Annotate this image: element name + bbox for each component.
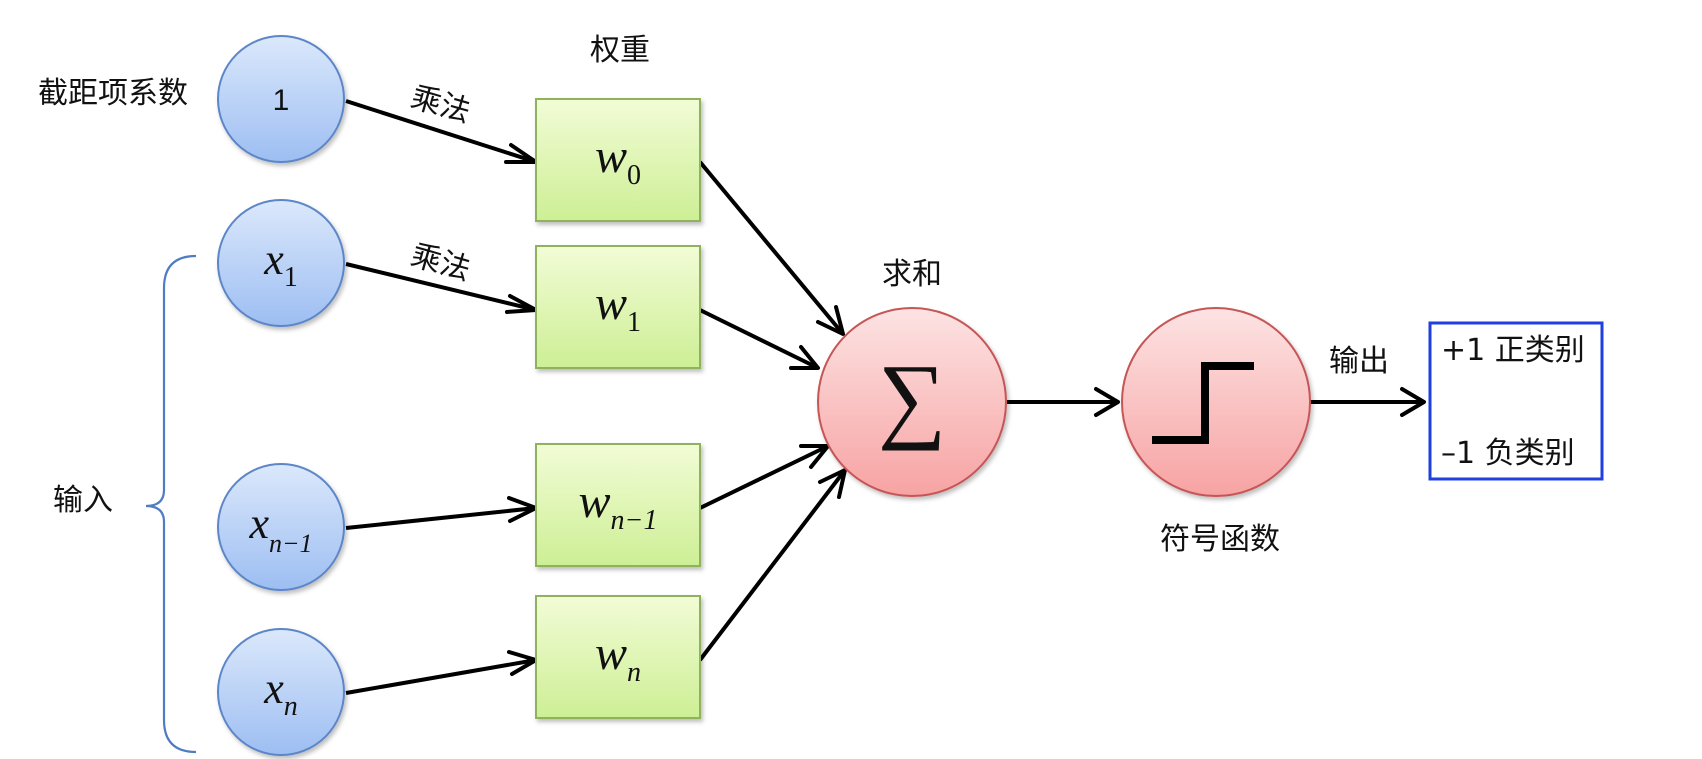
inputs-label: 输入 <box>53 483 113 518</box>
weight-w0-sub: 0 <box>627 160 641 191</box>
arrow-sum-to-sign <box>1007 387 1120 417</box>
sigma-symbol: ∑ <box>878 344 946 451</box>
svg-text:wn−1: wn−1 <box>579 475 658 536</box>
arrow-w1-to-sum <box>699 308 820 370</box>
weight-box-wn: wn <box>535 595 701 719</box>
weight-box-wn-1: wn−1 <box>535 443 701 567</box>
output-label: 输出 <box>1329 344 1389 379</box>
sum-label: 求和 <box>882 257 942 292</box>
svg-text:w1: w1 <box>595 277 641 338</box>
weight-box-w1: w1 <box>535 245 701 369</box>
bias-node: 1 <box>217 35 345 163</box>
bias-node-value: 1 <box>273 84 290 117</box>
weight-wn1-var: w <box>579 475 611 528</box>
input-xn-var: x <box>263 664 284 713</box>
weight-wn-sub: n <box>627 657 641 688</box>
svg-text:xn−1: xn−1 <box>248 499 312 558</box>
sign-function-node <box>1121 307 1311 497</box>
input-group-brace <box>145 254 197 754</box>
weights-header: 权重 <box>590 33 650 68</box>
input-node-x1: x1 <box>217 199 345 327</box>
arrow-wn-to-sum <box>698 468 847 662</box>
arrow-w0-to-sum <box>698 160 845 336</box>
arrow-xn1-to-wn1 <box>345 496 538 530</box>
input-xn-sub: n <box>284 691 298 722</box>
input-x1-sub: 1 <box>284 262 298 293</box>
input-xn1-var: x <box>248 499 269 548</box>
weight-w1-sub: 1 <box>627 307 641 338</box>
weight-wn1-sub: n−1 <box>611 505 658 536</box>
arrow-xn-to-wn <box>345 650 538 695</box>
input-node-xn: xn <box>217 628 345 756</box>
svg-text:w0: w0 <box>595 130 641 191</box>
sign-function-label: 符号函数 <box>1160 522 1280 557</box>
svg-text:wn: wn <box>595 627 641 688</box>
sum-node: ∑ <box>817 307 1007 497</box>
svg-text:x1: x1 <box>263 235 298 293</box>
output-negative-class: –1 负类别 <box>1441 436 1575 471</box>
output-positive-class: +1 正类别 <box>1441 333 1585 368</box>
weight-w0-var: w <box>595 130 627 183</box>
step-function-icon <box>1152 362 1254 444</box>
svg-text:xn: xn <box>263 664 298 722</box>
input-xn1-sub: n−1 <box>269 529 313 558</box>
weight-box-w0: w0 <box>535 98 701 222</box>
input-x1-var: x <box>263 235 284 284</box>
arrow-sign-to-output <box>1310 387 1426 417</box>
input-node-xn-1: xn−1 <box>217 463 345 591</box>
intercept-label: 截距项系数 <box>38 76 188 111</box>
weight-w1-var: w <box>595 277 627 330</box>
output-class-box: +1 正类别 –1 负类别 <box>1428 321 1604 481</box>
weight-wn-var: w <box>595 627 627 680</box>
arrow-wn1-to-sum <box>699 444 830 510</box>
